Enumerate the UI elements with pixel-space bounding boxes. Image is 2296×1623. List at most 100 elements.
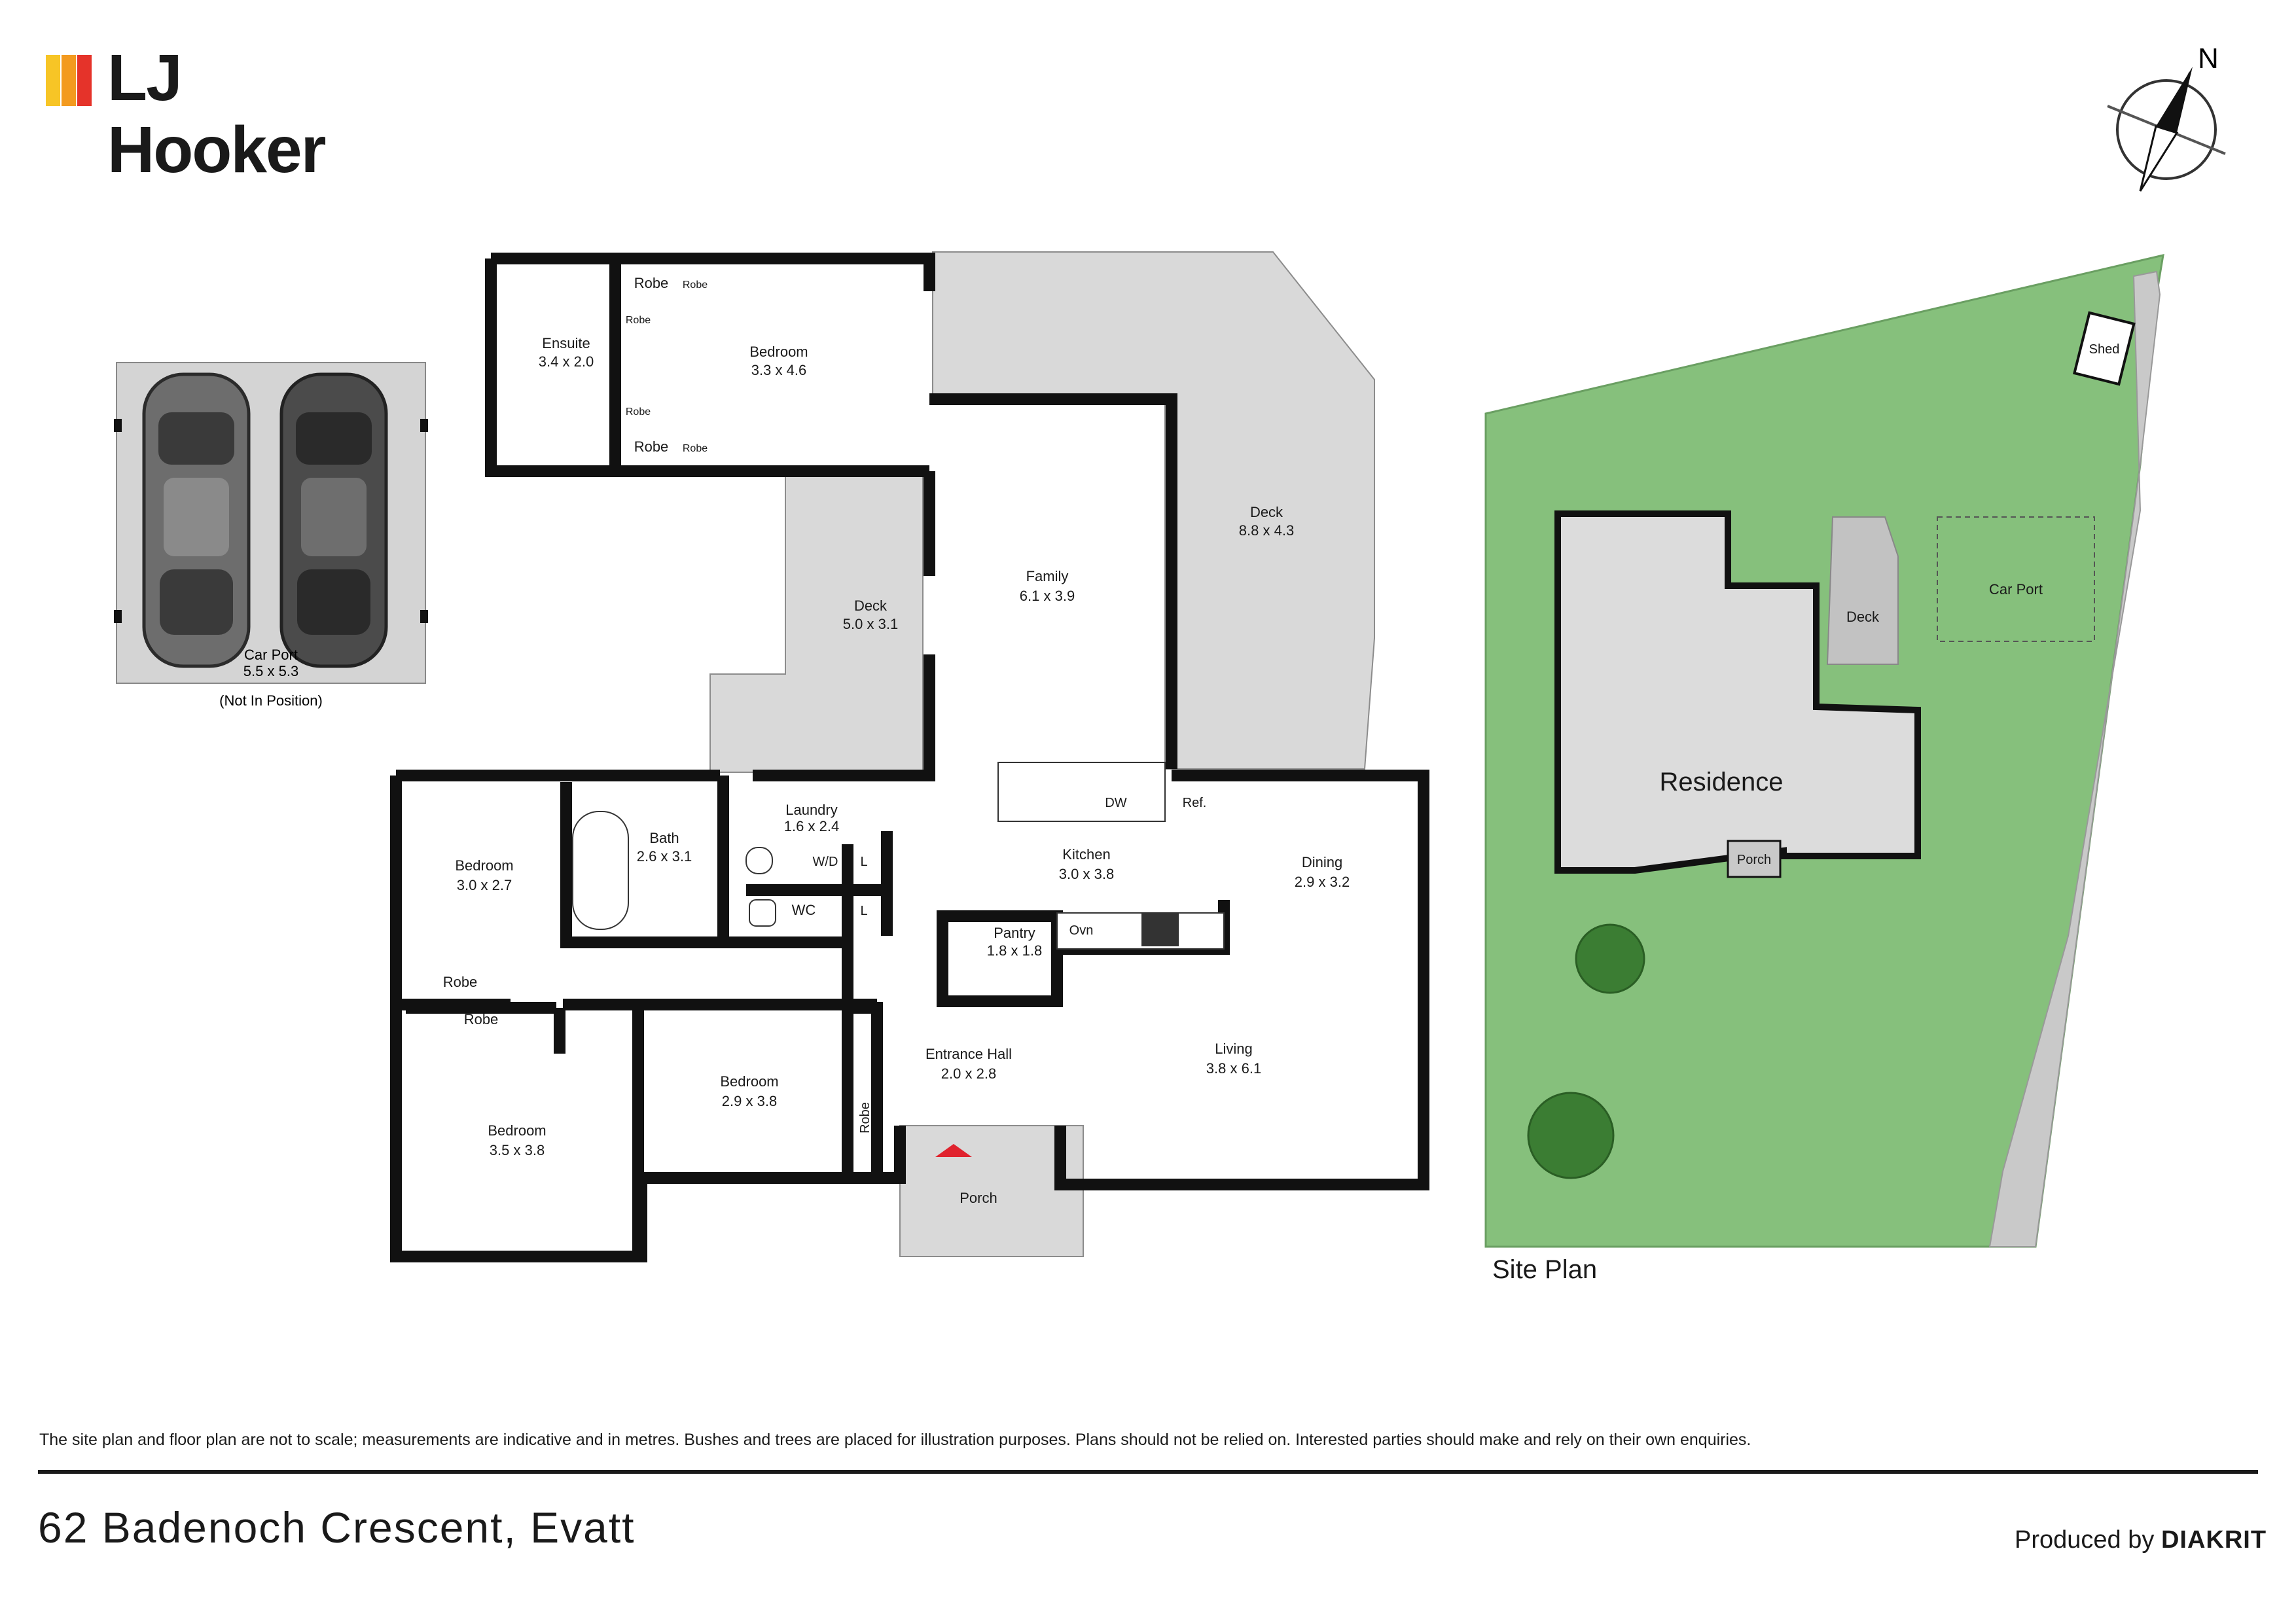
site-plan: Residence Deck Car Port Porch Shed [1484, 254, 2164, 1248]
driveway [1988, 270, 2161, 1247]
carport-note: (Not In Position) [219, 692, 323, 709]
logo-bar-orange [62, 55, 76, 106]
tree-icon [1575, 923, 1645, 994]
south-arrow-icon [2139, 125, 2179, 192]
car-right-icon [279, 372, 388, 668]
robe-label: Robe [464, 1011, 499, 1027]
room-name: Deck [1250, 504, 1283, 520]
logo-bar-yellow [46, 55, 60, 106]
robe-label: Robe [626, 406, 651, 418]
logo-bar-red [77, 55, 92, 106]
room-dims: 2.9 x 3.8 [722, 1093, 777, 1109]
robe-label: Robe [683, 443, 708, 454]
room-name: Deck [854, 597, 888, 614]
brand-logo: LJ Hooker [46, 42, 386, 186]
room-dims: 3.0 x 2.7 [457, 877, 512, 893]
room-dims: 2.0 x 2.8 [941, 1065, 996, 1082]
room-dims: 5.0 x 3.1 [843, 616, 898, 632]
site-plan-title: Site Plan [1492, 1255, 1598, 1284]
toilet-icon [749, 899, 776, 927]
deck-areas [709, 251, 1375, 1257]
residence [1554, 510, 1921, 874]
room-dims: 1.8 x 1.8 [987, 942, 1042, 959]
linen-label: L [860, 855, 867, 869]
room-dims: 2.6 x 3.1 [637, 848, 692, 865]
room-name: Ensuite [542, 335, 590, 351]
compass-ring [2116, 79, 2217, 180]
disclaimer: The site plan and floor plan are not to … [39, 1431, 1751, 1449]
site-residence-label: Residence [1659, 768, 1783, 796]
robe-label: Robe [683, 279, 708, 291]
north-arrow-icon [2156, 67, 2193, 133]
room-name: Bedroom [749, 344, 808, 360]
dishwasher-label: DW [1105, 796, 1126, 810]
property-address: 62 Badenoch Crescent, Evatt [38, 1503, 636, 1552]
site-shed [2073, 311, 2136, 386]
room-name: Living [1215, 1041, 1252, 1057]
produced-by: Produced by DIAKRIT [2015, 1526, 2267, 1554]
kitchen-bench [997, 762, 1166, 822]
compass: N [2107, 43, 2226, 192]
porch-label: Porch [960, 1190, 997, 1206]
carport-plan: Car Port 5.5 x 5.3 (Not In Position) [114, 362, 428, 709]
cooktop-icon [1141, 912, 1179, 946]
robe-label: Robe [858, 1102, 872, 1133]
room-name: Laundry [785, 802, 838, 818]
room-name: Entrance Hall [925, 1046, 1012, 1062]
produced-by-label: Produced by [2015, 1526, 2155, 1554]
oven-label: Ovn [1069, 923, 1094, 938]
room-dims: 6.1 x 3.9 [1020, 588, 1075, 604]
bath-tub-icon [572, 811, 629, 930]
compass-north-label: N [2198, 43, 2219, 75]
room-dims: 3.0 x 3.8 [1059, 866, 1114, 882]
deck-small [709, 474, 924, 773]
robe-label: Robe [634, 275, 669, 291]
robe-label: Robe [626, 315, 651, 326]
site-porch-label: Porch [1737, 853, 1771, 867]
wd-label: W/D [813, 855, 838, 869]
room-dims: 3.3 x 4.6 [751, 362, 806, 378]
deck-large [932, 251, 1375, 770]
room-name: Bedroom [720, 1073, 778, 1090]
walls [390, 253, 1429, 1262]
room-name: Family [1026, 568, 1069, 584]
robe-label: Robe [634, 438, 669, 455]
room-dims: 3.8 x 6.1 [1206, 1060, 1261, 1077]
fixtures [572, 762, 1225, 950]
entry-arrow-icon [935, 1144, 972, 1157]
carport-dims: 5.5 x 5.3 [243, 663, 298, 679]
room-name: Bath [649, 830, 679, 846]
site-deck-label: Deck [1846, 609, 1880, 625]
room-name: Kitchen [1062, 846, 1110, 863]
producer-name: DIAKRIT [2161, 1526, 2267, 1554]
linen-label: L [860, 904, 867, 918]
laundry-sink-icon [745, 847, 773, 874]
room-dims: 8.8 x 4.3 [1239, 522, 1294, 539]
porch-area [899, 1125, 1084, 1257]
room-name: Pantry [994, 925, 1035, 941]
wc-label: WC [792, 902, 816, 918]
room-dims: 3.5 x 3.8 [490, 1142, 545, 1158]
carport-name: Car Port [244, 647, 298, 663]
site-porch [1727, 840, 1782, 878]
room-dims: 1.6 x 2.4 [784, 818, 839, 834]
fridge-label: Ref. [1183, 796, 1207, 810]
room-name: Bedroom [455, 857, 513, 874]
room-name: Bedroom [488, 1122, 546, 1139]
site-carport [1937, 516, 2095, 642]
tree-icon [1527, 1092, 1615, 1179]
oven-bench [1056, 912, 1225, 950]
room-dims: 3.4 x 2.0 [539, 353, 594, 370]
floor-plan: Ensuite 3.4 x 2.0 Bedroom 3.3 x 4.6 Deck… [390, 251, 1429, 1262]
footer-divider [38, 1470, 2258, 1474]
room-name: Dining [1302, 854, 1342, 870]
entry-arrow [935, 1144, 972, 1157]
site-carport-label: Car Port [1989, 581, 2043, 597]
robe-label: Robe [443, 974, 478, 990]
site-deck [1826, 516, 1899, 665]
site-shed-label: Shed [2089, 342, 2120, 357]
footpath [2036, 1191, 2140, 1247]
car-left-icon [142, 372, 251, 668]
brand-name: LJ Hooker [107, 41, 327, 187]
room-dims: 2.9 x 3.2 [1295, 874, 1350, 890]
